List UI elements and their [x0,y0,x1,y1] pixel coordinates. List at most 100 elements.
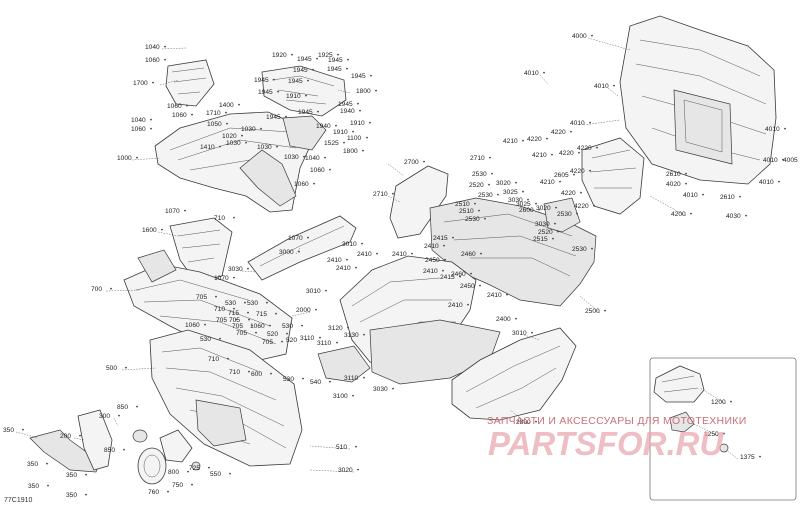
part-number-label: 710 [208,356,219,363]
part-number-label: 750 [172,482,183,489]
part-number-label: 4010 [759,179,774,186]
leader-dot [580,191,582,194]
leader-dot [589,121,591,124]
leader-dot [277,90,279,93]
part-number-label: 850 [104,447,115,454]
leader-dot [392,192,394,195]
leader-dot [478,209,480,212]
leader-dot [491,172,493,175]
part-number-label: 725 [189,465,200,472]
part-number-label: 1945 [327,66,342,73]
part-number-label: 4210 [540,179,555,186]
leader-dot [161,228,163,231]
leader-dot [443,244,445,247]
part-number-label: 1910 [286,93,301,100]
leader-dot [497,193,499,196]
part-number-label: 1060 [167,103,182,110]
leader-dot [136,405,138,408]
leader-dot [118,414,120,417]
part-number-label: 1800 [343,148,358,155]
part-number-label: 1600 [142,227,157,234]
leader-dot [578,151,580,154]
part-number-label: 1030 [284,154,299,161]
part-number-label: 4220 [577,145,592,152]
part-number-label: 500 [106,365,117,372]
leader-dot [522,190,524,193]
leader-dot [152,81,154,84]
part-number-label: 2410 [424,243,439,250]
leader-dot [739,195,741,198]
part-number-label: 1800 [356,88,371,95]
watermark-text: ЗАПЧАСТИ И АКСЕССУАРЫ ДЛЯ МОТОТЕХНИКИ [487,415,747,427]
leader-dot [470,272,472,275]
part-number-label: 1945 [258,89,273,96]
part-number-label: 1030 [241,126,256,133]
part-number-label: 705 [216,317,227,324]
leader-dot [285,115,287,118]
part-number-label: 350 [3,427,14,434]
leader-dot [589,169,591,172]
part-number-label: 2460 [451,271,466,278]
part-number-label: 1925 [318,52,333,59]
part-number-label: 3020 [496,180,511,187]
leader-dot [85,493,87,496]
part-number-label: 2530 [572,246,587,253]
leader-dot [343,141,345,144]
leader-dot [369,121,371,124]
leader-dot [352,394,354,397]
part-number-label: 1945 [254,77,269,84]
part-number-label: 700 [91,286,102,293]
leader-dot [531,331,533,334]
leader-dot [702,193,704,196]
part-number-label: 3110 [300,335,315,342]
leader-dot [480,252,482,255]
part-number-label: 1945 [288,78,303,85]
leader-dot [164,58,166,61]
part-number-label: 3030 [373,386,388,393]
part-number-label: 2520 [469,182,484,189]
leader-dot [85,473,87,476]
part-number-label: 1945 [328,57,343,64]
leader-dot [591,34,593,37]
leader-dot [303,155,305,158]
part-number-label: 1375 [740,454,755,461]
leader-dot [782,158,784,161]
leader-dot [325,289,327,292]
part-number-label: 1945 [293,67,308,74]
leader-dot [515,317,517,320]
part-number-label: 4220 [551,129,566,136]
part-number-label: 1040 [305,155,320,162]
leader-dot [184,209,186,212]
leader-dot [233,307,235,310]
leader-dot [361,242,363,245]
part-number-label: 2510 [459,208,474,215]
leader-dot [347,326,349,329]
leader-dot [123,448,125,451]
part-number-label: 2515 [533,236,548,243]
leader-dot [452,236,454,239]
leader-dot [312,68,314,71]
leader-dot [46,462,48,465]
leader-dot [411,252,413,255]
leader-dot [685,182,687,185]
leader-dot [543,71,545,74]
part-number-label: 200 [60,433,71,440]
leader-dot [723,432,725,435]
leader-dot [125,366,127,369]
leader-dot [690,212,692,215]
leader-dot [375,89,377,92]
part-number-label: 760 [148,489,159,496]
leader-dot [538,208,540,211]
leader-dot [244,301,246,304]
part-number-label: 2410 [392,251,407,258]
part-number-label: 3020 [536,205,551,212]
part-number-label: 705 [229,317,240,324]
leader-dot [302,377,304,380]
leader-dot [474,202,476,205]
part-number-label: 3030 [508,197,523,204]
leader-dot [219,145,221,148]
leader-dot [324,156,326,159]
rear-bulkhead-assembly [543,15,777,233]
leader-dot [730,400,732,403]
part-number-label: 1060 [250,323,265,330]
